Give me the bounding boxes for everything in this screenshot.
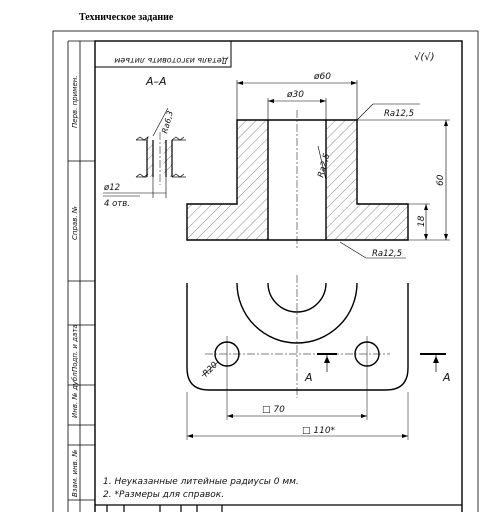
ra63-label: Ra6,3 — [160, 110, 175, 135]
note-2: 2. *Размеры для справок. — [103, 490, 224, 500]
holes-label: 4 отв. — [104, 199, 130, 209]
main-section — [186, 110, 409, 248]
sq110-label: □ 110* — [302, 426, 336, 436]
h60-label: 60 — [436, 174, 446, 186]
ra125-bottom-label: Ra12,5 — [372, 249, 402, 259]
side-col-label-5: Взам. инв. № — [71, 449, 79, 497]
general-surface-sign: √(√) — [414, 52, 435, 63]
plan-view — [186, 275, 446, 440]
ra125-top-label: Ra12,5 — [384, 109, 414, 119]
plan-arrows — [187, 356, 439, 438]
note-1: 1. Неуказанные литейные радиусы 0 мм. — [103, 477, 299, 487]
dim-arrows — [237, 81, 448, 240]
d12-label: ø12 — [103, 183, 120, 193]
side-col-label-3: Подп. и дата — [71, 324, 79, 372]
page-heading: Техническое задание — [79, 12, 174, 23]
d60-label: ø60 — [313, 72, 331, 82]
bottom-stamp — [95, 504, 462, 512]
view-arrow-label-left: А — [304, 371, 313, 384]
section-label: А–А — [145, 75, 167, 88]
sq70-label: □ 70 — [262, 405, 285, 415]
side-col-label-1: Перв. примен. — [71, 75, 79, 128]
view-arrow-label-right: А — [442, 371, 451, 384]
hole-detail — [103, 107, 186, 198]
side-col-label-2: Справ. № — [71, 206, 79, 240]
side-columns — [67, 40, 95, 512]
title-block-top — [94, 40, 232, 68]
title-block-text: Деталь изготовить литьем — [114, 56, 229, 65]
side-col-label-4: Инв. № дубл. — [71, 370, 79, 418]
inner-border — [94, 40, 463, 512]
outer-border — [52, 30, 479, 512]
d30-label: ø30 — [286, 90, 304, 100]
h18-label: 18 — [417, 215, 427, 227]
